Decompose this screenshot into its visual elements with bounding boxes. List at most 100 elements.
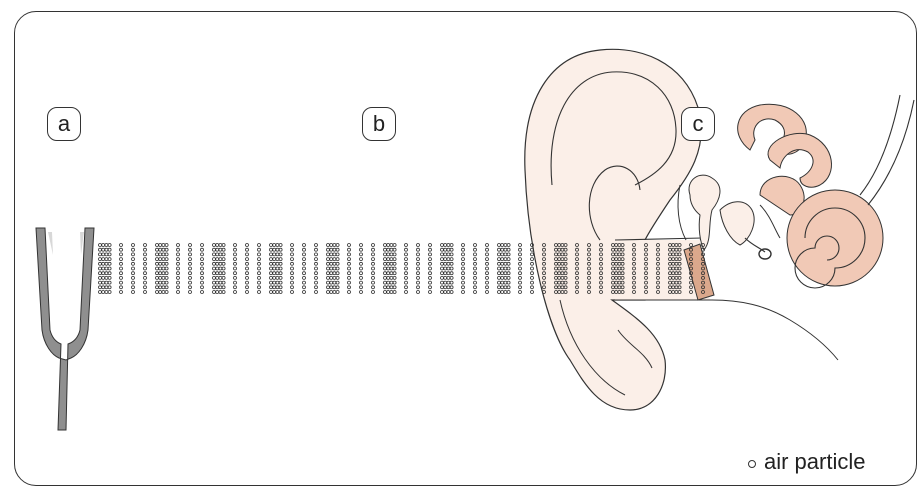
air-particle bbox=[500, 275, 505, 280]
air-particle bbox=[632, 261, 636, 266]
air-particle bbox=[176, 271, 180, 276]
air-particle bbox=[632, 243, 636, 247]
air-particle bbox=[575, 252, 579, 257]
air-particle bbox=[440, 280, 444, 285]
air-particle bbox=[461, 257, 465, 262]
air-particle bbox=[143, 271, 147, 276]
air-particle bbox=[119, 247, 123, 252]
air-particle bbox=[272, 266, 277, 271]
air-particle bbox=[155, 247, 159, 252]
air-particle bbox=[497, 271, 501, 276]
air-particle bbox=[245, 247, 249, 252]
air-particle bbox=[176, 266, 180, 271]
air-particle bbox=[98, 266, 102, 271]
air-particle bbox=[587, 243, 591, 247]
air-particle bbox=[257, 271, 261, 276]
air-particle bbox=[272, 290, 277, 294]
air-particle bbox=[278, 280, 283, 285]
air-particle bbox=[314, 252, 318, 257]
air-particle bbox=[269, 243, 273, 247]
air-particle bbox=[245, 280, 249, 285]
air-particle bbox=[278, 252, 283, 257]
air-particle bbox=[302, 280, 306, 285]
air-particle bbox=[131, 266, 135, 271]
air-particle bbox=[371, 247, 375, 252]
air-particle bbox=[359, 243, 363, 247]
air-particle bbox=[329, 271, 334, 276]
air-particle bbox=[599, 266, 603, 271]
air-particle bbox=[383, 257, 387, 262]
air-particle bbox=[644, 280, 648, 285]
air-particle bbox=[497, 290, 501, 294]
air-particle bbox=[119, 280, 123, 285]
air-particle bbox=[329, 266, 334, 271]
air-particle bbox=[188, 280, 192, 285]
air-particle bbox=[164, 252, 169, 257]
air-particle bbox=[233, 271, 237, 276]
air-particle bbox=[245, 275, 249, 280]
air-particle bbox=[275, 285, 280, 290]
air-particle bbox=[188, 275, 192, 280]
air-particle bbox=[389, 252, 394, 257]
air-particle bbox=[221, 252, 226, 257]
air-particle bbox=[269, 275, 273, 280]
air-particle bbox=[326, 285, 330, 290]
air-particle bbox=[383, 252, 387, 257]
air-particle bbox=[620, 243, 625, 247]
air-particle bbox=[164, 266, 169, 271]
air-particle bbox=[428, 285, 432, 290]
air-particle bbox=[503, 257, 508, 262]
air-particle bbox=[689, 257, 693, 262]
air-particle bbox=[689, 290, 693, 294]
air-particle bbox=[530, 275, 534, 280]
air-particle bbox=[257, 266, 261, 271]
air-particle bbox=[302, 257, 306, 262]
air-particle bbox=[518, 243, 522, 247]
air-particle bbox=[218, 261, 223, 266]
air-particle bbox=[404, 285, 408, 290]
air-particle bbox=[440, 247, 444, 252]
air-particle bbox=[485, 252, 489, 257]
air-particle bbox=[386, 247, 391, 252]
air-particle bbox=[212, 252, 216, 257]
air-particle bbox=[371, 252, 375, 257]
air-particle bbox=[689, 252, 693, 257]
air-particle bbox=[326, 247, 330, 252]
air-particle bbox=[446, 266, 451, 271]
air-particle bbox=[575, 247, 579, 252]
air-particle bbox=[221, 266, 226, 271]
air-particle bbox=[473, 252, 477, 257]
air-particle bbox=[461, 290, 465, 294]
air-particle bbox=[218, 257, 223, 262]
air-particle bbox=[104, 280, 109, 285]
air-particle bbox=[386, 290, 391, 294]
air-particle bbox=[221, 280, 226, 285]
air-particle bbox=[164, 261, 169, 266]
air-particle bbox=[101, 271, 106, 276]
air-particle bbox=[461, 280, 465, 285]
air-particle bbox=[257, 257, 261, 262]
air-particle bbox=[155, 266, 159, 271]
air-particle bbox=[542, 261, 546, 266]
air-particle bbox=[473, 257, 477, 262]
air-particle bbox=[599, 257, 603, 262]
air-particle bbox=[575, 257, 579, 262]
air-particle bbox=[332, 266, 337, 271]
air-particle bbox=[272, 243, 277, 247]
air-particle bbox=[212, 285, 216, 290]
air-particle bbox=[326, 257, 330, 262]
air-particle bbox=[98, 261, 102, 266]
air-particle bbox=[188, 261, 192, 266]
air-particle bbox=[440, 257, 444, 262]
air-particle bbox=[314, 271, 318, 276]
air-particle bbox=[257, 261, 261, 266]
air-particle bbox=[386, 271, 391, 276]
air-particle bbox=[347, 247, 351, 252]
air-particle bbox=[473, 266, 477, 271]
air-particle bbox=[392, 266, 397, 271]
air-particle bbox=[200, 280, 204, 285]
air-particle bbox=[218, 252, 223, 257]
air-particle bbox=[620, 247, 625, 252]
air-particle bbox=[530, 285, 534, 290]
air-particle bbox=[104, 261, 109, 266]
